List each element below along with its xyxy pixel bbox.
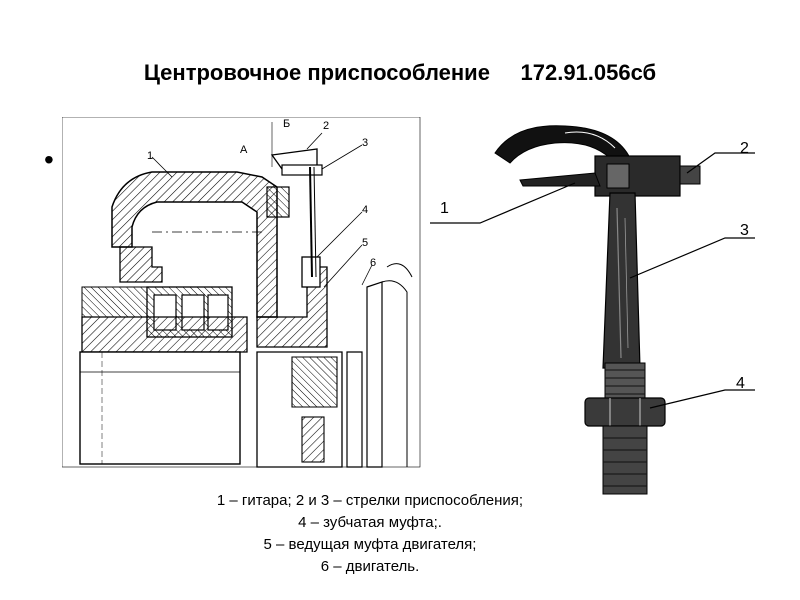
nut (584, 397, 666, 427)
label-a: А (240, 144, 248, 156)
vertical-bar (602, 192, 641, 369)
label-5-left: 5 (362, 237, 369, 249)
label-2-right: 2 (740, 140, 749, 157)
label-3-left: 3 (362, 137, 369, 149)
caption: 1 – гитара; 2 и 3 – стрелки приспособлен… (150, 490, 590, 578)
label-4-left: 4 (362, 204, 369, 216)
label-2-left: 2 (323, 120, 330, 132)
threaded-rod (604, 362, 646, 402)
label-6-left: 6 (370, 257, 377, 269)
label-b: Б (283, 118, 291, 130)
label-3-right: 3 (740, 222, 749, 239)
bullet-marker: • (44, 144, 54, 175)
fixture-drawing (430, 125, 755, 495)
caption-line: 5 – ведущая муфта двигателя; (263, 536, 477, 553)
pointer-needle (519, 172, 601, 187)
caption-line: 4 – зубчатая муфта;. (298, 514, 442, 531)
label-4-right: 4 (736, 375, 745, 392)
label-1-left: 1 (147, 150, 154, 162)
sectional-drawing (62, 117, 421, 468)
page-title: Центровочное приспособление 172.91.056сб (143, 60, 657, 85)
housing (111, 171, 278, 318)
label-1-right: 1 (440, 200, 449, 217)
caption-line: 1 – гитара; 2 и 3 – стрелки приспособлен… (216, 492, 524, 509)
caption-line: 6 – двигатель. (320, 558, 420, 575)
shaft (79, 351, 241, 465)
